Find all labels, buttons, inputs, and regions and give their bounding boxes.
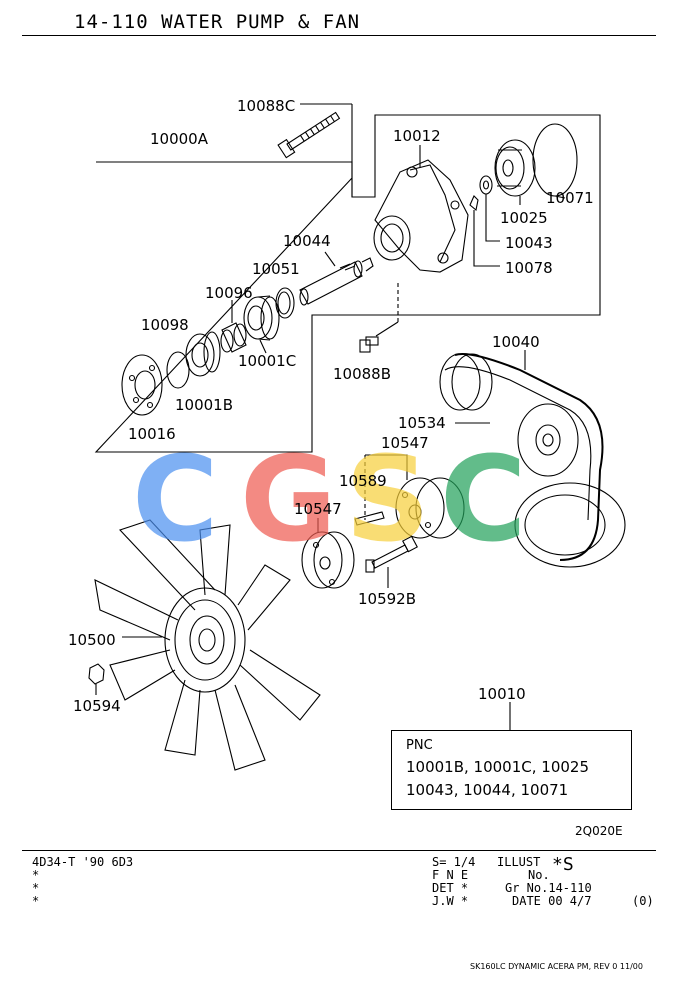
bearing-10001C [243,295,280,341]
leader-10044 [324,251,336,267]
flange-10016 [121,354,163,416]
footer-fne: F N E [432,868,469,882]
label-10594: 10594 [73,697,121,715]
pump-housing-10012 [373,159,469,273]
pnc-heading: PNC [406,738,433,753]
label-10012: 10012 [393,127,441,145]
footer-rev: (0) [632,894,654,908]
spacer-10547-right [395,477,465,539]
footer-illust-no: No. [528,868,550,882]
snap-ring-10098 [166,351,190,389]
plug-10078 [469,195,479,212]
footer-det: DET * [432,881,469,895]
label-10500: 10500 [68,631,116,649]
bolt-10592B [365,535,418,573]
label-10592B: 10592B [358,590,417,608]
leader-10043 [485,194,500,242]
pnc-box: PNC 10001B, 10001C, 10025 10043, 10044, … [391,730,632,810]
label-10051: 10051 [252,260,300,278]
label-10547-b: 10547 [294,500,342,518]
illustration-code: 2Q020E [575,824,623,838]
watermark-letter-g: G [240,430,337,568]
label-10589: 10589 [339,472,387,490]
footer-illust-mark: *S [552,854,574,875]
title-rule [22,35,656,36]
page-title: 14-110 WATER PUMP & FAN [74,11,361,33]
footer-illust: ILLUST [497,855,541,869]
label-10025: 10025 [500,209,548,227]
watermark-cgsc: C G S C [132,430,527,568]
label-10016: 10016 [128,425,176,443]
pnc-line-2: 10043, 10044, 10071 [406,781,569,799]
label-10043: 10043 [505,234,553,252]
footer-grno: Gr No.14-110 [505,881,592,895]
nut-10594 [88,663,105,685]
label-10010: 10010 [478,685,526,703]
impeller-10025 [494,139,536,197]
label-10001C: 10001C [238,352,297,370]
label-10078: 10078 [505,259,553,277]
footer-stars: * * * [32,868,40,908]
spacer-10096 [220,322,247,353]
gasket-10071 [532,123,578,197]
watermark-letter-c2: C [440,430,527,568]
footer-date: DATE 00 4/7 [512,894,592,908]
label-10096: 10096 [205,284,253,302]
crank-pulley [514,482,626,568]
footer-jw: J.W * [432,894,469,908]
shaft-10044 [299,257,374,306]
label-10001B: 10001B [175,396,234,414]
bearing-10001B [185,331,221,377]
label-10040: 10040 [492,333,540,351]
label-10534: 10534 [398,414,446,432]
belt-10040 [439,353,604,561]
label-10088C: 10088C [237,97,296,115]
label-10000A: 10000A [150,130,208,148]
spacer-10547-left [301,531,355,589]
pulley-10534 [517,403,579,477]
seal-10043 [479,175,493,195]
label-10098: 10098 [141,316,189,334]
fan-10500 [94,519,321,771]
label-10044: 10044 [283,232,331,250]
label-10088B: 10088B [333,365,392,383]
footer-scale: S= 1/4 [432,855,476,869]
bolt-10088B [359,321,399,353]
bolt-10088C [277,111,341,159]
footer-rule [22,850,656,851]
leader-10078 [473,210,500,267]
label-10547-a: 10547 [381,434,429,452]
footer-note: SK160LC DYNAMIC ACERA PM, REV 0 11/00 [470,962,643,971]
watermark-letter-s: S [345,430,430,568]
footer-model: 4D34-T '90 6D3 [32,855,134,869]
watermark-letter-c1: C [132,430,219,568]
stud-10589 [354,511,385,526]
leader-10547a [365,454,408,480]
pnc-line-1: 10001B, 10001C, 10025 [406,758,589,776]
label-10071: 10071 [546,189,594,207]
